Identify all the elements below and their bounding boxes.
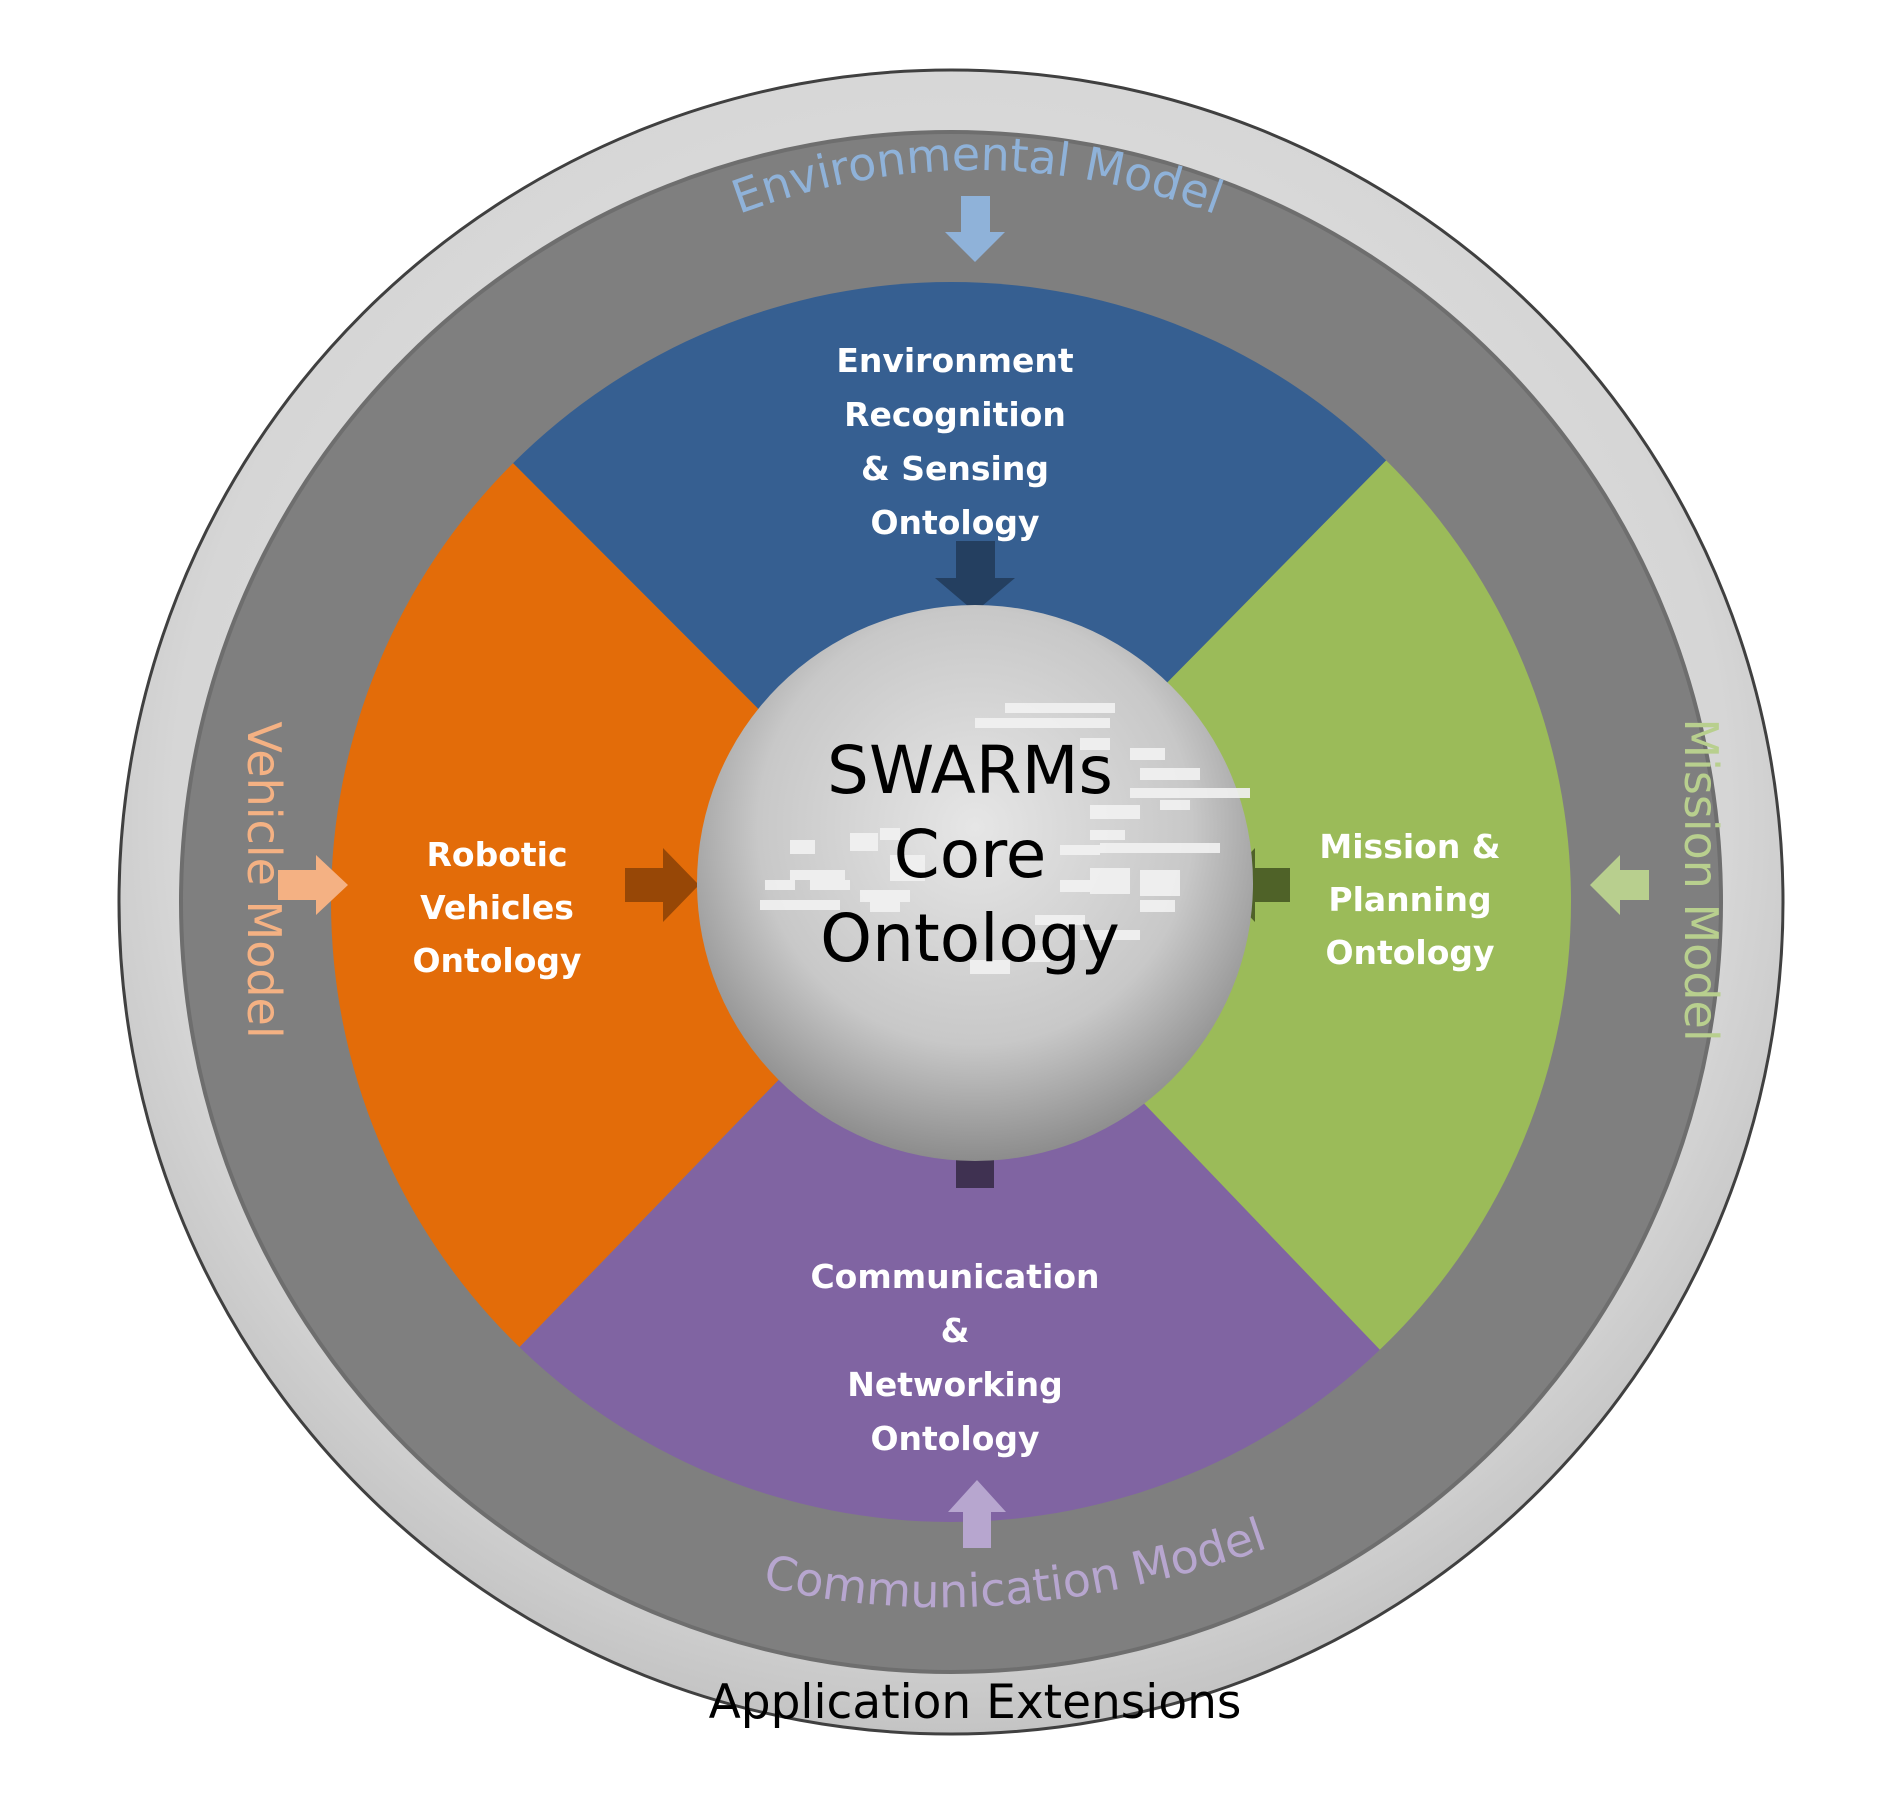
core-graph-box [870,900,900,912]
core-graph-box [1005,703,1115,713]
vehicle-model-label: Vehicle Model [237,721,291,1038]
core-graph-box [790,840,815,854]
core-graph-box [1090,830,1125,840]
core-graph-box [890,855,925,881]
arrow-right-icon [625,848,699,922]
core-graph-box [1080,738,1110,750]
core-graph-box [1060,880,1090,892]
core-graph-box [1080,930,1140,940]
model-ring-inner-edge [179,130,1723,1674]
core-graph-box [760,900,840,910]
core-graph-decoration [760,703,1250,974]
core-graph-box [765,880,795,890]
core-graph-box [1090,805,1140,819]
lbl-top-line: Ontology [870,503,1039,542]
lbl-bottom-line: Ontology [870,1419,1039,1458]
arrow-down-icon [945,196,1005,262]
core-graph-box [1140,768,1200,780]
lbl-bottom-line: Networking [847,1365,1063,1404]
core-graph-box [1130,788,1250,798]
arrow-right-icon [278,855,348,915]
core-graph-box [975,718,1110,728]
core-graph-box [810,880,850,890]
outer-arrows [278,196,1649,1548]
core-graph-box [1130,748,1165,760]
core-graph-box [1060,845,1100,855]
core-graph-box [970,960,1010,974]
arrow-down-icon [935,541,1015,612]
arrow-up-icon [948,1480,1006,1548]
core-graph-box [1020,950,1050,962]
application-extensions-label: Application Extensions [709,1675,1242,1730]
core-graph-box [1090,868,1130,894]
lbl-top-line: Environment [836,341,1074,380]
lbl-left-line: Robotic [426,835,567,874]
lbl-right-line: Ontology [1325,933,1494,972]
lbl-left-line: Ontology [412,941,581,980]
core-graph-box [1035,915,1085,925]
lbl-left-line: Vehicles [420,888,574,927]
core-graph-box [850,833,878,851]
core-graph-box [1140,900,1175,912]
lbl-core-line: Ontology [820,900,1120,977]
lbl-right-line: Planning [1328,880,1491,919]
core-graph-box [790,870,845,880]
core-graph-box [880,828,900,840]
lbl-core-line: Core [894,816,1047,893]
lbl-bottom-line: Communication [810,1257,1099,1296]
core-graph-box [860,890,910,902]
core-graph-box [1140,870,1180,896]
core-graph-box [1160,800,1190,810]
lbl-top-line: & Sensing [861,449,1049,488]
arrow-left-icon [1590,855,1649,915]
mission-model-label: Mission Model [1674,718,1728,1041]
core-graph-box [1100,843,1220,853]
lbl-core-line: SWARMs [827,732,1113,809]
lbl-right-line: Mission & [1319,827,1500,866]
lbl-top-line: Recognition [844,395,1066,434]
core-circle [697,605,1253,1161]
lbl-bottom-line: & [941,1311,970,1350]
core-graph-box [1200,788,1230,798]
